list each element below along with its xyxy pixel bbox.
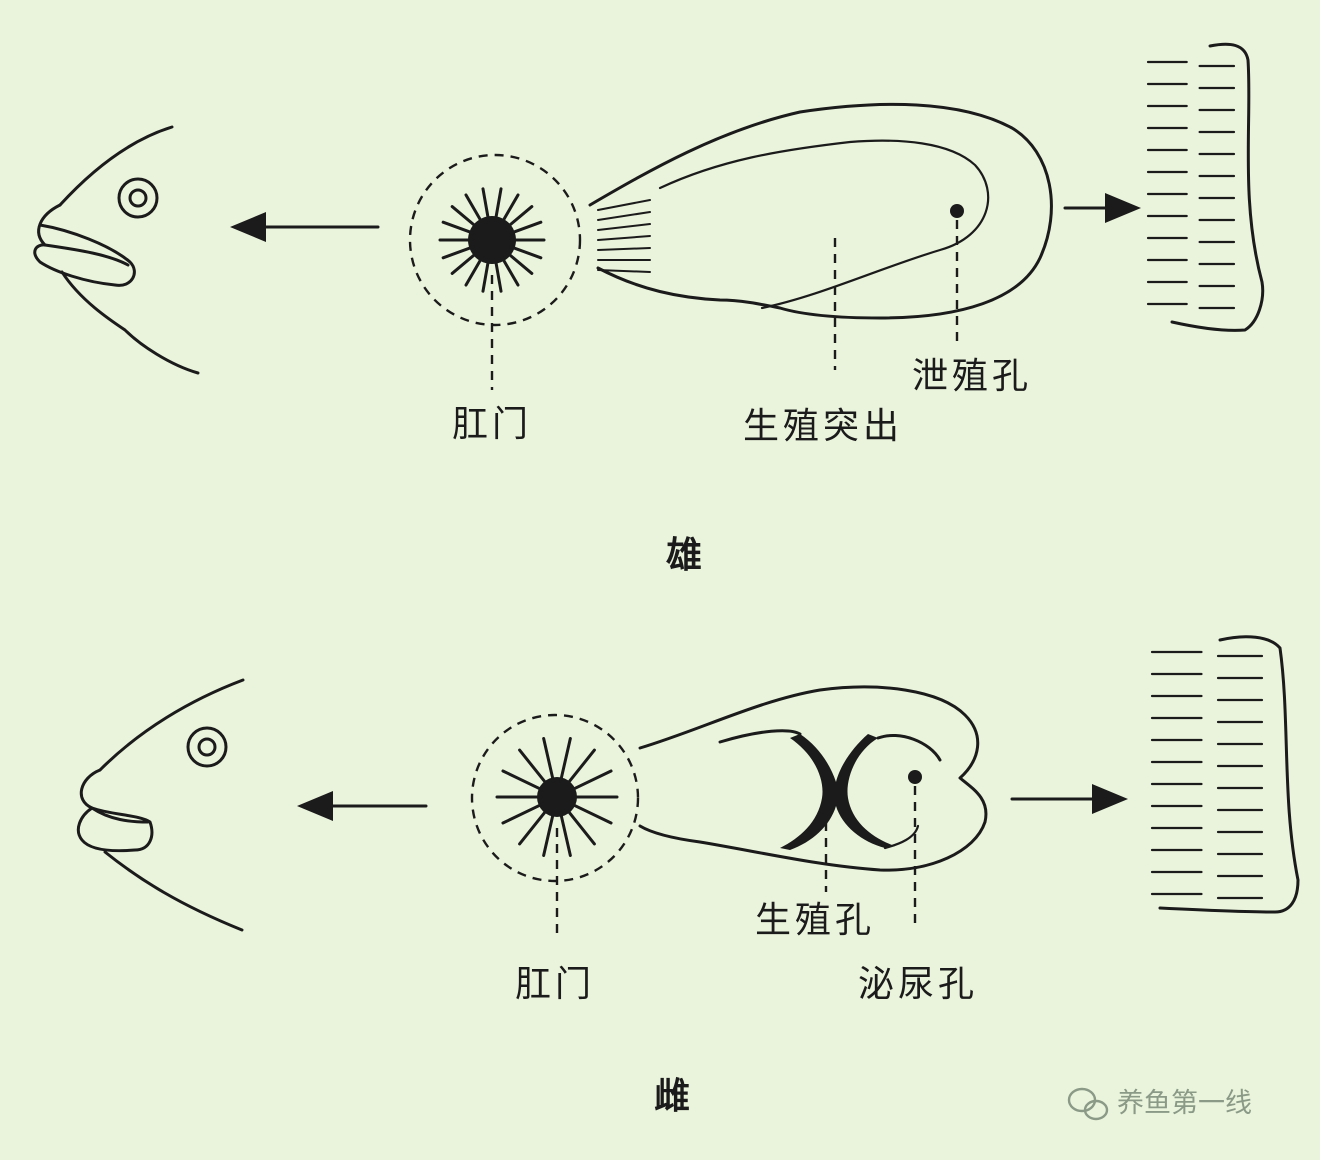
anus-ray <box>509 245 543 260</box>
fin-ray <box>597 247 651 251</box>
watermark: 养鱼第一线 <box>1067 1087 1252 1121</box>
fin-ray <box>597 269 651 273</box>
anus-ray <box>441 220 475 235</box>
male-urogenital-pore-label: 泄殖孔 <box>912 356 1032 397</box>
wechat-icon <box>1067 1087 1109 1121</box>
anus-ray <box>500 193 520 225</box>
fin-ray <box>597 199 651 211</box>
anus-ray <box>542 811 555 857</box>
male-fish-tail <box>1146 42 1265 332</box>
female-eye-icon <box>186 726 228 768</box>
male-anus-label: 肛门 <box>452 404 532 445</box>
anus-ray <box>505 251 534 275</box>
anus-ray <box>450 251 479 275</box>
fin-ray <box>597 235 651 241</box>
male-genital-papilla-shape <box>588 102 1053 320</box>
female-urinary-pore-dot <box>908 770 922 784</box>
anus-ray <box>501 802 545 825</box>
anus-ray <box>559 811 572 857</box>
anus-ray <box>493 187 503 222</box>
anus-ray <box>505 205 534 229</box>
fin-ray <box>597 223 651 231</box>
female-anus-label: 肛门 <box>515 964 595 1005</box>
anus-ray <box>559 737 572 783</box>
anus-ray <box>481 187 491 222</box>
anus-ray <box>518 748 549 786</box>
anus-ray <box>518 808 549 846</box>
male-anus-icon <box>438 187 546 293</box>
male-figure: 肛门 生殖突出 泄殖孔 雄 <box>33 42 1265 576</box>
anus-ray <box>542 737 555 783</box>
anus-ray <box>464 255 484 287</box>
anus-ray <box>501 769 545 792</box>
female-urinary-pore-label: 泌尿孔 <box>858 964 978 1005</box>
female-genital-pore-label: 生殖孔 <box>755 900 875 941</box>
anus-ray <box>569 769 613 792</box>
female-fish-head <box>76 678 245 932</box>
male-caption: 雄 <box>666 535 702 576</box>
anus-ray <box>481 258 491 293</box>
fin-ray <box>597 211 651 221</box>
male-genital-papilla-label: 生殖突出 <box>743 406 903 447</box>
anus-ray <box>565 808 596 846</box>
male-fish-head <box>33 125 200 375</box>
anus-ray <box>441 245 475 260</box>
anus-ray <box>500 255 520 287</box>
female-genital-area-shape <box>638 685 988 872</box>
male-zoom-circle <box>408 153 582 327</box>
female-figure: 肛门 生殖孔 泌尿孔 雌 <box>76 635 1300 1117</box>
female-caption: 雌 <box>654 1076 690 1117</box>
female-fish-tail <box>1150 635 1300 914</box>
female-anus-icon <box>495 737 619 857</box>
anus-ray <box>450 205 479 229</box>
anus-ray <box>493 258 503 293</box>
male-eye-icon <box>117 177 159 219</box>
anus-ray <box>569 802 613 825</box>
male-urogenital-pore-dot <box>950 204 964 218</box>
anus-ray <box>464 193 484 225</box>
female-zoom-circle <box>470 713 640 883</box>
anus-ray <box>509 220 543 235</box>
anus-ray <box>565 748 596 786</box>
watermark-text: 养鱼第一线 <box>1117 1088 1252 1119</box>
